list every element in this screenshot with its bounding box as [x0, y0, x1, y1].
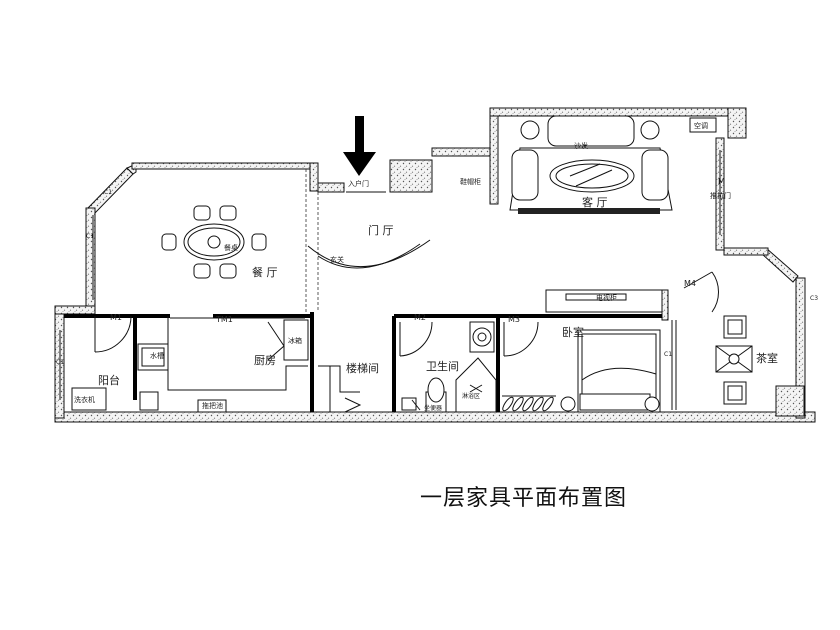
exterior-walls [54, 107, 816, 423]
label-kitchen: 厨房 [254, 354, 276, 367]
fixture-labels: 入户门 鞋帽柜 沙发 空调 推拉门 餐桌 玄关 冰箱 水槽 洗衣机 拖把池 电视… [74, 121, 731, 412]
drawing-title: 一层家具平面布置图 [420, 486, 628, 511]
mark-m2: M2 [414, 313, 426, 322]
room-labels: 餐 厅 门 厅 客 厅 厨房 楼梯间 卫生间 卧室 茶室 阳台 [98, 195, 778, 387]
label-toilet: 坐便器 [424, 404, 442, 412]
tea-set [715, 315, 753, 405]
label-bedroom: 卧室 [562, 325, 584, 339]
mark-c1-b: C1 [86, 233, 94, 240]
label-tv-cabinet: 电视柜 [596, 293, 617, 302]
label-foyer: 门 厅 [368, 223, 394, 237]
opening-marks: M1 M2 M3 M4 M TM1 C1 C1 C1 C1 C3 [56, 177, 818, 366]
mark-c1-c: C1 [56, 359, 64, 366]
label-washer: 洗衣机 [74, 395, 95, 404]
stairs [318, 365, 362, 413]
mark-m3: M3 [508, 315, 520, 324]
mark-tm1: TM1 [215, 315, 233, 324]
label-porch: 玄关 [330, 255, 344, 264]
washer-unit [71, 387, 107, 411]
closet-hangers [502, 395, 556, 412]
label-shoe-cabinet: 鞋帽柜 [460, 177, 481, 186]
mark-m1: M1 [110, 313, 122, 322]
label-sofa: 沙发 [574, 141, 588, 150]
label-sliding-door: 推拉门 [710, 191, 731, 200]
mark-c3: C3 [810, 295, 818, 302]
bed [560, 329, 661, 413]
dashed-lines [305, 169, 319, 312]
label-living: 客 厅 [582, 195, 608, 209]
label-sink: 水槽 [150, 351, 164, 360]
label-tea: 茶室 [756, 351, 778, 365]
label-balcony: 阳台 [98, 373, 120, 387]
entry-arrow-icon [343, 116, 376, 176]
label-shower: 淋浴区 [462, 392, 480, 400]
tv-cabinet [545, 289, 663, 313]
label-aircon: 空调 [694, 121, 708, 130]
mark-c1-a: C1 [104, 189, 112, 196]
interior-walls [64, 312, 662, 412]
dining-table-set [161, 205, 267, 279]
doors [94, 191, 719, 357]
mark-c1-d: C1 [664, 351, 672, 358]
windows [59, 150, 725, 410]
mark-m4: M4 [684, 279, 696, 288]
bath-fixtures [401, 321, 497, 413]
label-dining: 餐 厅 [252, 265, 278, 279]
label-stair: 楼梯间 [346, 361, 379, 375]
label-mop-sink: 拖把池 [202, 401, 223, 410]
label-dining-table: 餐桌 [224, 243, 238, 252]
living-sofa-set [509, 115, 673, 214]
kitchen-items [137, 319, 309, 413]
label-fridge: 冰箱 [288, 336, 302, 345]
aircon-unit [689, 117, 717, 133]
label-bath: 卫生间 [426, 359, 459, 373]
mark-m: M [718, 177, 725, 186]
label-entry-door: 入户门 [348, 179, 369, 188]
